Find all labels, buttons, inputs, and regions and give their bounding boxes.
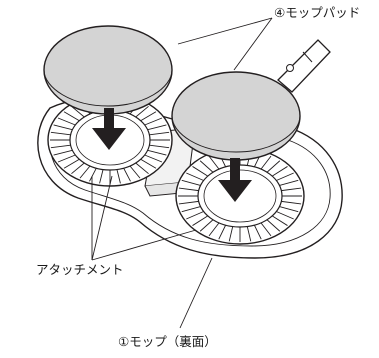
velcro-tick	[149, 131, 170, 136]
velcro-tick	[186, 211, 204, 220]
velcro-tick	[246, 226, 252, 242]
velcro-tick	[199, 219, 214, 232]
velcro-tick	[50, 131, 71, 136]
velcro-tick	[186, 172, 204, 181]
velcro-tick	[99, 169, 104, 184]
mop-pad-right	[171, 71, 301, 161]
velcro-tick	[50, 144, 71, 149]
velcro-tick	[63, 111, 80, 122]
leader-mop-pad	[177, 17, 273, 71]
velcro-tick	[266, 160, 281, 173]
handle-marker-icon	[286, 64, 294, 72]
velcro-tick	[192, 215, 209, 226]
velcro-tick	[181, 179, 201, 186]
velcro-tick	[178, 187, 199, 192]
velcro-tick	[53, 149, 73, 156]
mop-pad-left	[43, 25, 173, 115]
arrow-down-left-icon	[92, 108, 126, 150]
leader-attachment	[91, 175, 197, 261]
velcro-tick	[149, 144, 170, 149]
velcro-tick	[135, 105, 149, 118]
velcro-tick	[266, 219, 281, 232]
velcro-tick	[271, 215, 288, 226]
label-mop-pad: ④モップパッド	[274, 5, 360, 20]
velcro-tick	[208, 222, 220, 237]
velcro-tick	[140, 158, 157, 169]
velcro-tick	[178, 200, 199, 205]
velcro-tick	[71, 105, 85, 118]
label-mop-back: ①モップ（裏面）	[118, 334, 217, 349]
velcro-tick	[63, 158, 80, 169]
velcro-tick	[271, 166, 288, 177]
velcro-tick	[123, 167, 131, 182]
velcro-tick	[276, 211, 294, 220]
velcro-tick	[147, 149, 167, 156]
velcro-tick	[53, 124, 73, 131]
handle	[277, 39, 331, 93]
velcro-tick	[181, 206, 201, 213]
velcro-tick	[192, 166, 209, 177]
label-attachment: アタッチメント	[36, 262, 124, 277]
velcro-tick	[144, 154, 163, 163]
velcro-tick	[218, 224, 227, 240]
velcro-tick	[129, 165, 141, 179]
velcro-tick	[281, 187, 302, 192]
velcro-tick	[116, 169, 121, 184]
velcro-tick	[260, 155, 272, 170]
velcro-tick	[147, 124, 167, 131]
velcro-tick	[140, 111, 157, 122]
velcro-tick	[260, 222, 272, 237]
velcro-tick	[57, 117, 76, 126]
velcro-tick	[279, 179, 299, 186]
velcro-tick	[276, 172, 294, 181]
velcro-tick	[281, 200, 302, 205]
velcro-tick	[135, 162, 149, 175]
velcro-tick	[79, 165, 91, 179]
velcro-tick	[57, 154, 76, 163]
velcro-tick	[71, 162, 85, 175]
velcro-tick	[208, 155, 220, 170]
velcro-tick	[144, 117, 163, 126]
arrow-down-right-icon	[218, 158, 252, 202]
leader-mop-back	[179, 257, 213, 329]
velcro-tick	[279, 206, 299, 213]
velcro-tick	[228, 226, 234, 242]
velcro-tick	[199, 160, 214, 173]
velcro-tick	[253, 224, 262, 240]
velcro-tick	[89, 167, 97, 182]
